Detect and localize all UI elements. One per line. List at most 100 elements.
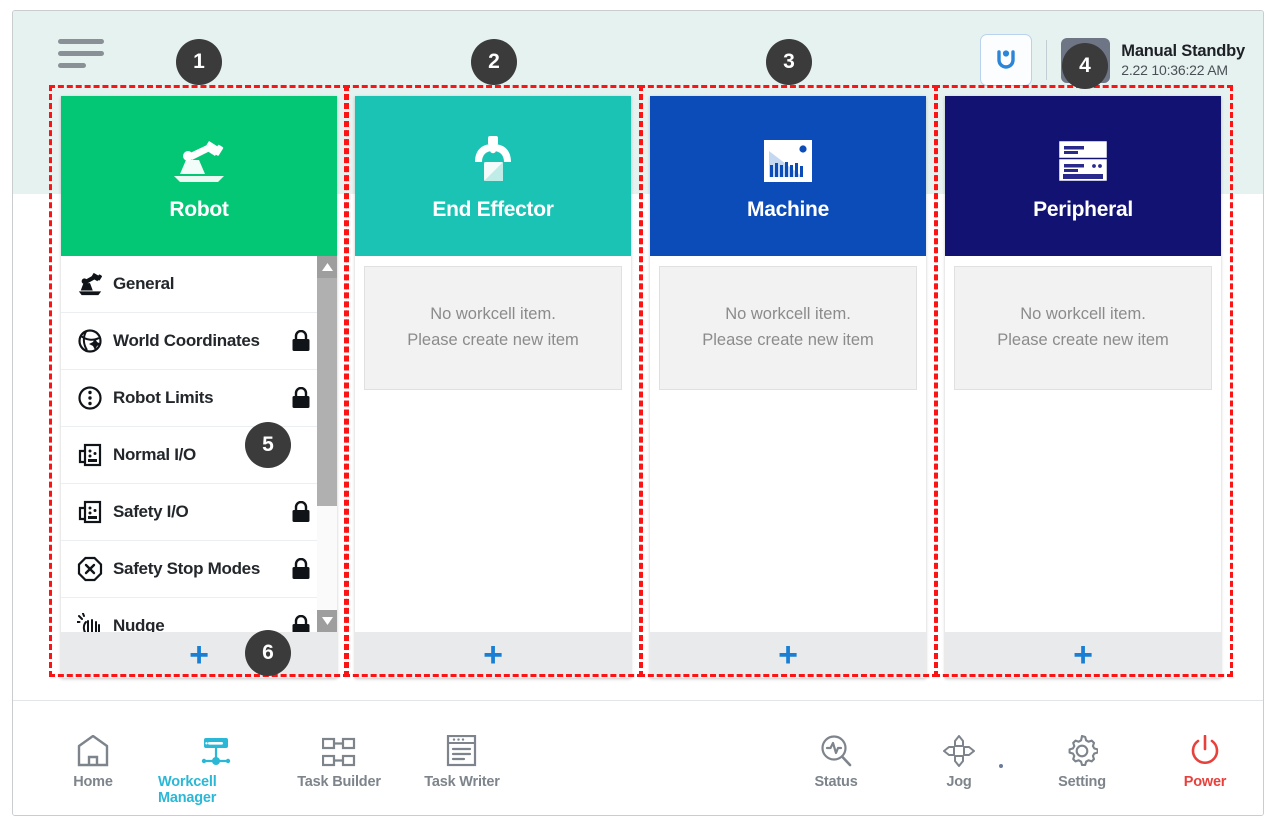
peripheral-rack-icon (1057, 130, 1109, 192)
robot-arm-icon[interactable] (980, 34, 1033, 86)
empty-line-2: Please create new item (407, 331, 579, 349)
list-item[interactable]: Nudge (61, 598, 317, 632)
home-icon-glyph (77, 735, 109, 767)
column-header-machine[interactable]: Machine (650, 96, 926, 256)
robot-arm-glyph (997, 50, 1015, 69)
list-item[interactable]: Robot Limits (61, 370, 317, 427)
robot-arm-icon-glyph (78, 272, 102, 296)
list-item-label: Normal I/O (113, 445, 196, 464)
separator-dot (999, 764, 1003, 768)
task-builder-icon-glyph (322, 737, 356, 767)
column-header-peripheral[interactable]: Peripheral (945, 96, 1221, 256)
hamburger-menu-icon[interactable] (58, 39, 106, 73)
add-robot-item-button[interactable]: + (61, 632, 337, 678)
io-port-icon (73, 442, 107, 468)
empty-line-1: No workcell item. (725, 305, 851, 324)
nav-item-label: Setting (1058, 774, 1106, 790)
scrollbar-thumb[interactable] (317, 278, 337, 506)
nav-item-workcell-manager[interactable]: Workcell Manager (158, 715, 274, 806)
column-header-robot[interactable]: Robot (61, 96, 337, 256)
limits-circle-icon-glyph (78, 386, 102, 410)
column-body-machine: No workcell item. Please create new item (650, 256, 926, 632)
nav-item-label: Home (73, 774, 113, 790)
empty-placeholder: No workcell item. Please create new item (659, 266, 917, 390)
stop-x-icon (73, 556, 107, 582)
add-end-effector-item-button[interactable]: + (355, 632, 631, 678)
chevron-up-icon (321, 263, 333, 271)
scrollbar[interactable] (317, 256, 337, 632)
home-icon (76, 715, 110, 767)
list-item-label: World Coordinates (113, 331, 260, 350)
gripper-glyph (475, 136, 511, 181)
workcell-column-peripheral: Peripheral No workcell item. Please crea… (945, 96, 1221, 678)
list-item[interactable]: Normal I/O (61, 427, 317, 484)
robot-arm-icon (171, 130, 227, 192)
nav-item-task-writer[interactable]: Task Writer (404, 715, 520, 790)
hamburger-line (58, 63, 86, 68)
gear-icon-glyph (1068, 735, 1098, 767)
chevron-down-icon (321, 617, 333, 625)
robot-arm-icon (73, 271, 107, 297)
empty-line-1: No workcell item. (430, 305, 556, 324)
column-header-end-effector[interactable]: End Effector (355, 96, 631, 256)
divider (1046, 40, 1048, 80)
io-port-icon-glyph (78, 500, 102, 524)
lock-icon (289, 501, 313, 523)
gear-icon (1066, 715, 1098, 767)
column-title: Robot (169, 198, 229, 221)
nav-item-label: Status (814, 774, 858, 790)
nav-item-power[interactable]: Power (1147, 715, 1263, 790)
hamburger-line (58, 39, 104, 44)
scroll-down-button[interactable] (317, 610, 337, 632)
nav-item-task-builder[interactable]: Task Builder (281, 715, 397, 790)
nudge-hand-icon (73, 613, 107, 632)
nav-item-label: Task Writer (424, 774, 500, 790)
column-title: Peripheral (1033, 198, 1133, 221)
workcell-column-machine: Machine No workcell item. Please create … (650, 96, 926, 678)
add-peripheral-item-button[interactable]: + (945, 632, 1221, 678)
list-item-label: Safety I/O (113, 502, 189, 521)
task-writer-icon (446, 715, 478, 767)
lock-icon-glyph (292, 501, 310, 522)
lock-icon (289, 387, 313, 409)
lock-icon-glyph (292, 330, 310, 351)
column-body-peripheral: No workcell item. Please create new item (945, 256, 1221, 632)
nav-item-label: Jog (946, 774, 972, 790)
limits-circle-icon (73, 385, 107, 411)
list-item-label: General (113, 274, 175, 293)
empty-placeholder: No workcell item. Please create new item (954, 266, 1212, 390)
power-icon (1189, 715, 1221, 767)
lock-icon-glyph (292, 387, 310, 408)
nudge-hand-icon-glyph (77, 613, 100, 632)
plus-icon: + (189, 636, 209, 674)
lock-icon (289, 558, 313, 580)
nav-item-setting[interactable]: Setting (1024, 715, 1140, 790)
jog-arrows-icon-glyph (943, 735, 975, 767)
list-item[interactable]: Safety Stop Modes (61, 541, 317, 598)
mode-title: Manual Standby (1121, 41, 1245, 60)
peripheral-rack-glyph (1059, 141, 1107, 181)
list-item[interactable]: General (61, 256, 317, 313)
lock-icon (289, 330, 313, 352)
gripper-icon (470, 130, 516, 192)
list-item-label: Nudge (113, 616, 165, 632)
task-writer-icon-glyph (446, 735, 477, 767)
scroll-up-button[interactable] (317, 256, 337, 278)
io-port-icon-glyph (78, 443, 102, 467)
hamburger-line (58, 51, 104, 56)
workcell-column-end-effector: End Effector No workcell item. Please cr… (355, 96, 631, 678)
nav-item-label: Task Builder (297, 774, 381, 790)
empty-placeholder: No workcell item. Please create new item (364, 266, 622, 390)
add-machine-item-button[interactable]: + (650, 632, 926, 678)
list-item[interactable]: Safety I/O (61, 484, 317, 541)
nav-item-status[interactable]: Status (778, 715, 894, 790)
nav-item-jog[interactable]: Jog (901, 715, 1017, 790)
robot-arm-glyph (174, 141, 224, 182)
nav-item-home[interactable]: Home (35, 715, 151, 790)
empty-line-2: Please create new item (702, 331, 874, 349)
list-item[interactable]: World Coordinates (61, 313, 317, 370)
empty-line-1: No workcell item. (1020, 305, 1146, 324)
